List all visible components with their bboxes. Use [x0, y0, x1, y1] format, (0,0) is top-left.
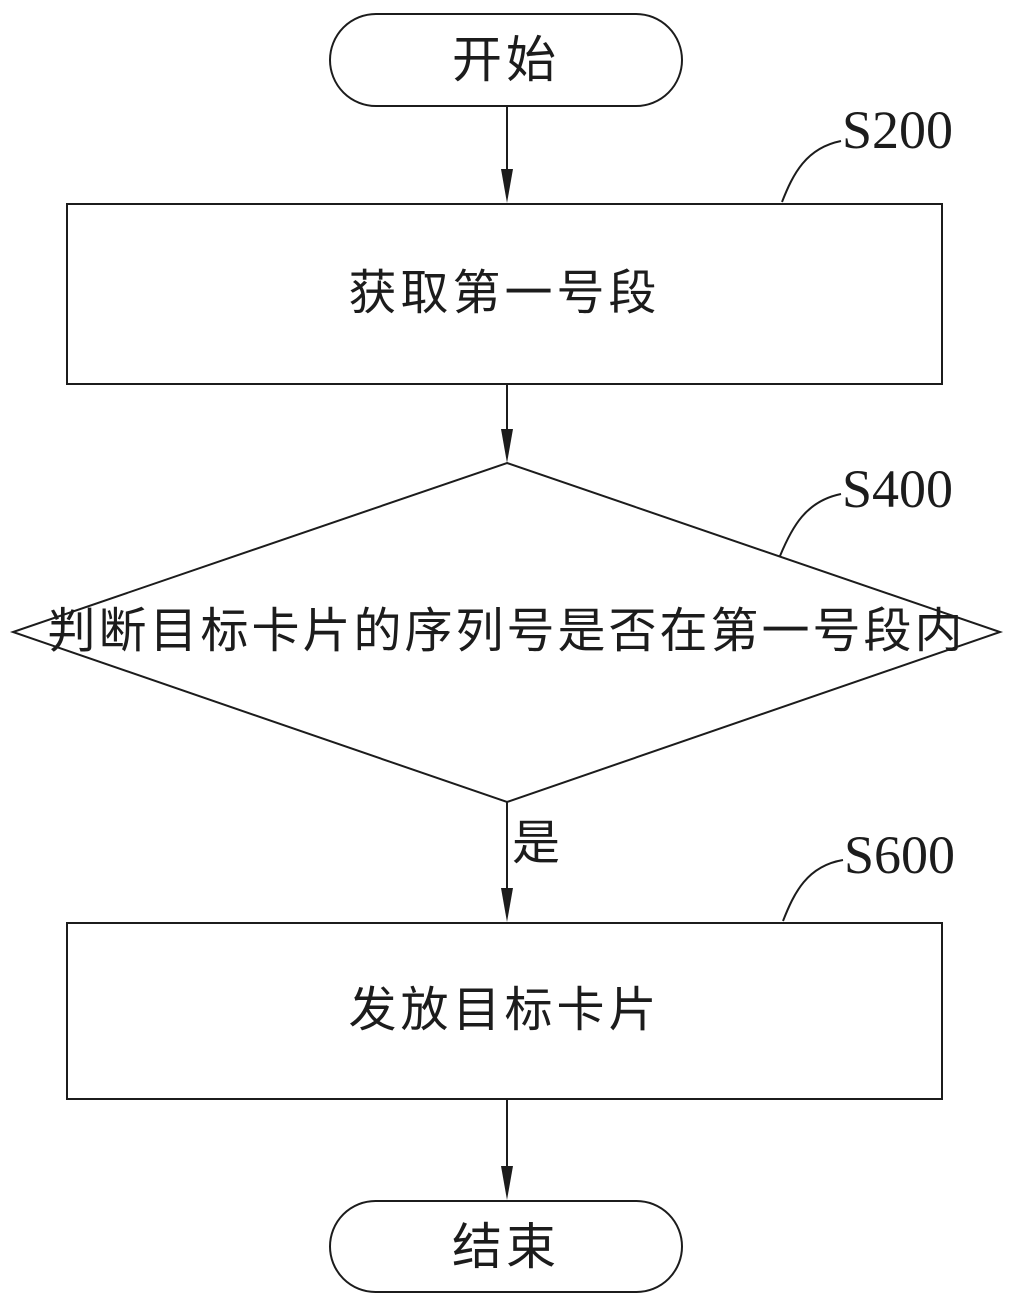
step1-process-node: 获取第一号段: [66, 203, 943, 385]
step2-node-label: 发放目标卡片: [348, 984, 661, 1037]
end-node: 结束: [329, 1200, 683, 1293]
decision-node-label: 判断目标卡片的序列号是否在第一号段内: [47, 605, 966, 658]
arrow-down-icon: [501, 1166, 513, 1200]
step2-tag-s600: S600: [844, 825, 956, 885]
yes-branch-label: 是: [512, 817, 561, 870]
arrow-down-icon: [501, 429, 513, 463]
step1-tag-s200: S200: [842, 100, 954, 160]
start-node-label: 开始: [452, 32, 560, 88]
step1-node-label: 获取第一号段: [348, 267, 661, 320]
leader-line-s600: [782, 859, 844, 922]
leader-line-s400: [779, 493, 842, 557]
arrow-down-icon: [501, 169, 513, 203]
end-node-label: 结束: [452, 1218, 560, 1275]
leader-line-s200: [781, 140, 842, 203]
arrow-down-icon: [501, 888, 513, 922]
step2-process-node: 发放目标卡片: [66, 922, 943, 1100]
decision-tag-s400: S400: [842, 459, 954, 519]
start-node: 开始: [329, 13, 683, 107]
